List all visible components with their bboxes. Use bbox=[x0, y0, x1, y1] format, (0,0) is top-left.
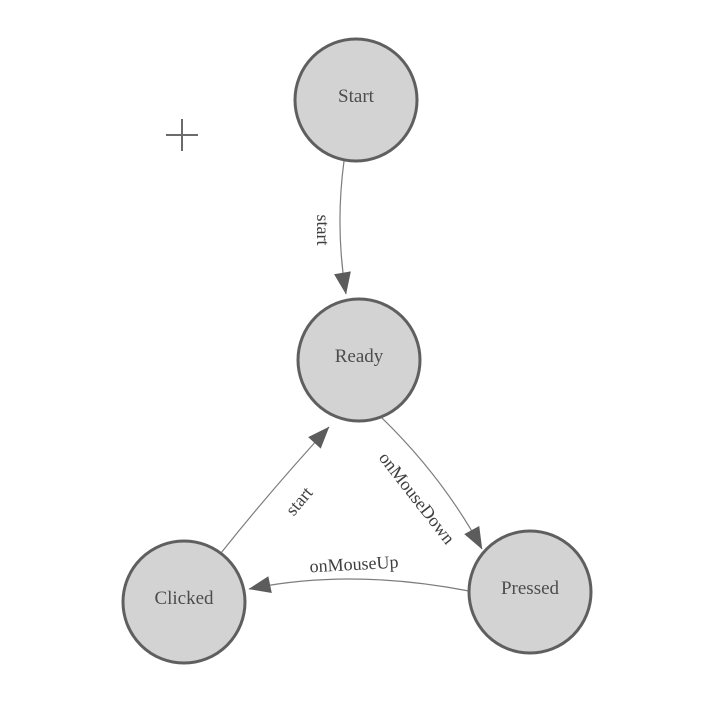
transition-label: onMouseUp bbox=[309, 552, 399, 577]
transition-start-to-ready: start bbox=[313, 160, 351, 295]
transition-label: start bbox=[313, 215, 333, 246]
state-node-pressed: Pressed bbox=[467, 529, 593, 655]
state-circle-start[interactable] bbox=[293, 37, 419, 163]
crosshair-cursor-icon bbox=[166, 119, 198, 151]
transition-path-start-to-ready[interactable] bbox=[334, 160, 351, 295]
state-circle-clicked[interactable] bbox=[121, 539, 247, 665]
transition-pressed-to-clicked: onMouseUp bbox=[248, 552, 470, 593]
transition-ready-to-pressed: onMouseDown bbox=[375, 416, 483, 550]
state-label: Ready bbox=[335, 346, 384, 367]
transition-label: start bbox=[281, 483, 316, 520]
transition-path-clicked-to-ready[interactable] bbox=[220, 426, 330, 554]
transition-path-ready-to-pressed[interactable] bbox=[380, 416, 483, 550]
transition-clicked-to-ready: start bbox=[220, 426, 330, 554]
transition-path-pressed-to-clicked[interactable] bbox=[248, 576, 470, 593]
transition-label: onMouseDown bbox=[375, 448, 459, 548]
state-node-ready: Ready bbox=[296, 297, 422, 423]
state-circle-pressed[interactable] bbox=[467, 529, 593, 655]
state-label: Start bbox=[338, 86, 375, 107]
state-label: Pressed bbox=[501, 578, 560, 599]
state-node-clicked: Clicked bbox=[121, 539, 247, 665]
state-circle-ready[interactable] bbox=[296, 297, 422, 423]
state-node-start: Start bbox=[293, 37, 419, 163]
state-label: Clicked bbox=[154, 588, 214, 609]
